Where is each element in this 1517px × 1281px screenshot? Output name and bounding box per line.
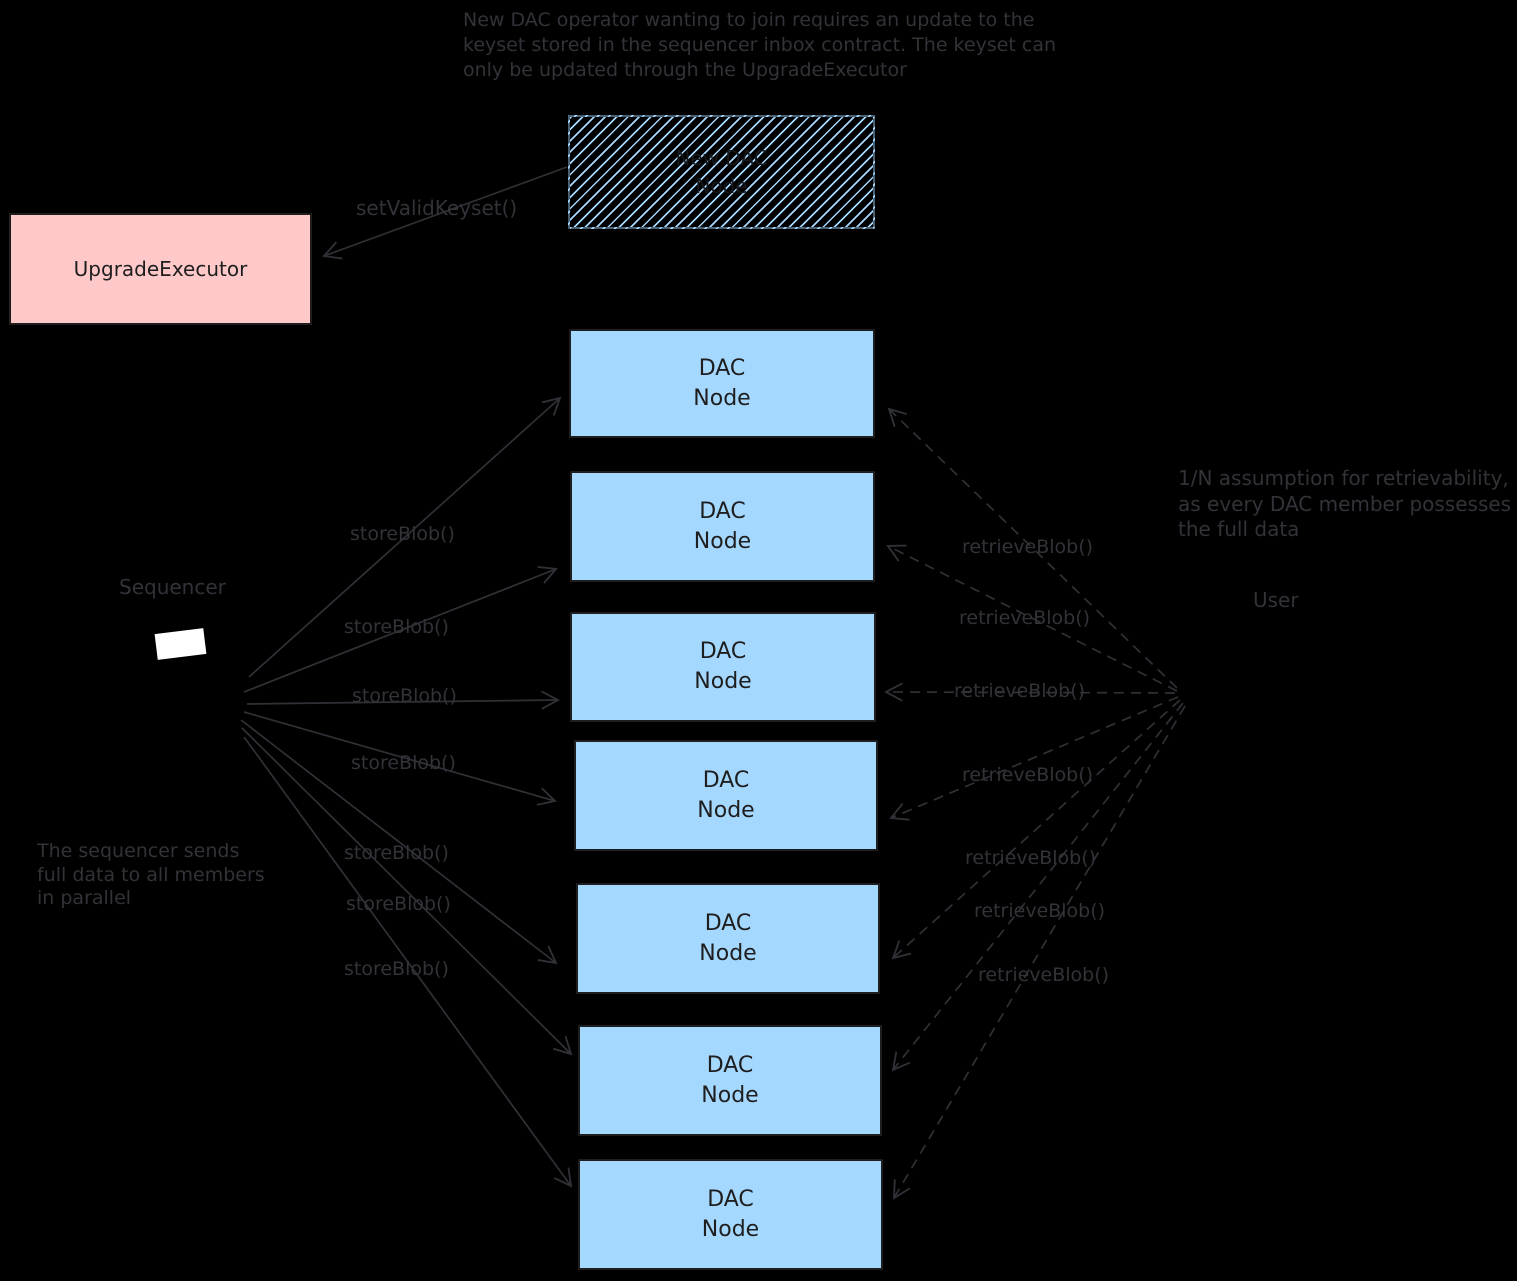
node-new-dac: New DAC Node — [568, 115, 875, 229]
dac-node-label: DAC Node — [701, 1186, 760, 1242]
edge-label-store-blob-1: storeBlob() — [350, 523, 455, 545]
node-upgrade-executor: UpgradeExecutor — [9, 213, 312, 325]
edge-label-retrieve-blob-4: retrieveBlob() — [962, 764, 1094, 786]
dac-node-label: DAC Node — [701, 1052, 759, 1108]
retrieve-arrow-4 — [889, 696, 1179, 821]
edge-label-store-blob-2: storeBlob() — [344, 616, 449, 638]
edge-label-retrieve-blob-2: retrieveBlob() — [959, 607, 1091, 629]
new-dac-node-label: New DAC Node — [675, 146, 768, 198]
retrieve-arrow-6 — [891, 702, 1184, 1072]
note-sequencer-parallel: The sequencer sends full data to all mem… — [37, 840, 265, 909]
edge-label-store-blob-5: storeBlob() — [344, 842, 449, 864]
edge-label-retrieve-blob-3: retrieveBlob() — [954, 680, 1086, 702]
dac-node-3: DAC Node — [570, 612, 876, 722]
store-arrow-6 — [241, 727, 573, 1056]
dac-node-5: DAC Node — [576, 883, 880, 994]
edge-label-store-blob-7: storeBlob() — [344, 958, 449, 980]
edge-label-store-blob-6: storeBlob() — [346, 893, 451, 915]
dac-node-6: DAC Node — [578, 1025, 882, 1136]
edge-label-retrieve-blob-6: retrieveBlob() — [974, 900, 1106, 922]
edge-label-retrieve-blob-7: retrieveBlob() — [978, 964, 1110, 986]
dac-node-label: DAC Node — [693, 498, 752, 554]
dac-node-label: DAC Node — [699, 910, 757, 966]
dac-node-4: DAC Node — [574, 740, 878, 851]
edge-label-retrieve-blob-1: retrieveBlob() — [962, 536, 1094, 558]
dac-node-label: DAC Node — [694, 639, 752, 694]
edge-label-store-blob-3: storeBlob() — [352, 685, 457, 707]
edge-label-retrieve-blob-5: retrieveBlob() — [965, 847, 1097, 869]
dac-node-2: DAC Node — [570, 471, 875, 582]
edge-label-store-blob-4: storeBlob() — [351, 752, 456, 774]
sequencer-label: Sequencer — [119, 575, 226, 599]
dac-node-label: DAC Node — [697, 767, 755, 823]
user-label: User — [1253, 588, 1299, 612]
edge-label-set-valid-keyset: setValidKeyset() — [356, 196, 518, 220]
upgrade-executor-label: UpgradeExecutor — [73, 257, 248, 281]
dac-node-label: DAC Node — [693, 355, 751, 411]
note-new-dac-operator: New DAC operator wanting to join require… — [463, 9, 1057, 81]
dac-node-7: DAC Node — [578, 1159, 883, 1270]
dac-node-1: DAC Node — [569, 329, 875, 438]
sequencer-screen-icon — [154, 628, 207, 660]
note-one-of-n-assumption: 1/N assumption for retrievability, as ev… — [1178, 466, 1512, 541]
